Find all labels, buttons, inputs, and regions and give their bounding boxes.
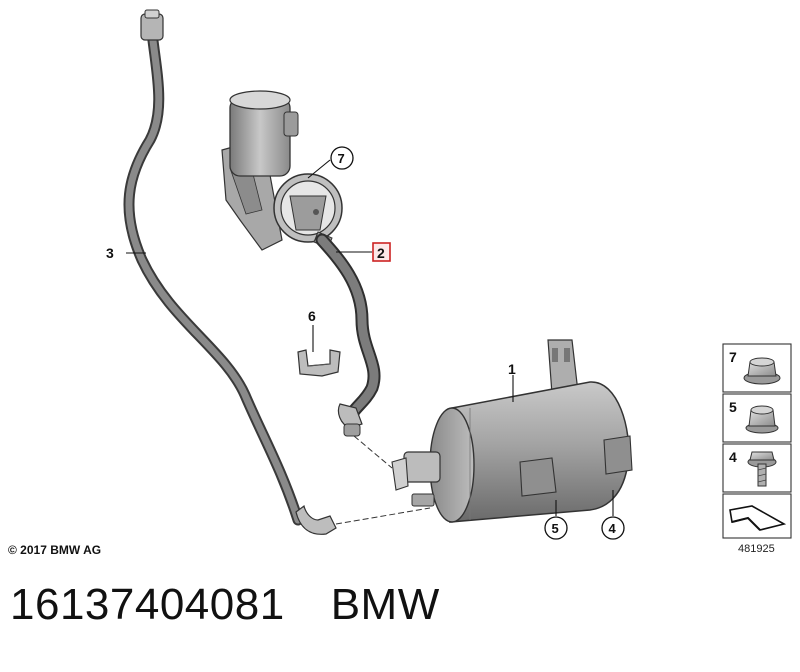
legend-item-5-label: 5: [729, 399, 737, 415]
purge-pump-assembly: [221, 90, 343, 251]
callout-6: 6: [308, 308, 316, 324]
brand-name: BMW: [330, 580, 440, 629]
connection-lines: [335, 435, 431, 525]
hose-part-2: [315, 233, 381, 437]
callout-2: 2: [377, 245, 385, 261]
callout-3: 3: [106, 245, 114, 261]
bolt-icon: [747, 451, 777, 487]
callout-2-highlight: [372, 242, 391, 262]
callout-7: 7: [338, 151, 345, 166]
callout-4: 4: [609, 521, 617, 536]
callout-5: 5: [552, 521, 559, 536]
reference-arrow-icon: [729, 505, 787, 531]
hardware-legend: 7 5 4 481925: [722, 343, 792, 555]
leader-lines: [126, 159, 614, 516]
canister-part-1: [391, 339, 633, 523]
hex-nut-icon: [745, 405, 779, 434]
callout-1: 1: [508, 361, 516, 377]
copyright-text: © 2017 BMW AG: [8, 543, 101, 557]
part-caption: 16137404081 BMW: [10, 580, 440, 630]
hose-part-3: [123, 9, 337, 535]
part-number: 16137404081: [10, 580, 285, 629]
legend-item-4-label: 4: [729, 449, 737, 465]
flange-nut-icon: [743, 357, 781, 385]
legend-item-7-label: 7: [729, 349, 737, 365]
legend-ref-number: 481925: [738, 543, 775, 555]
clip-part-6: [297, 349, 341, 377]
